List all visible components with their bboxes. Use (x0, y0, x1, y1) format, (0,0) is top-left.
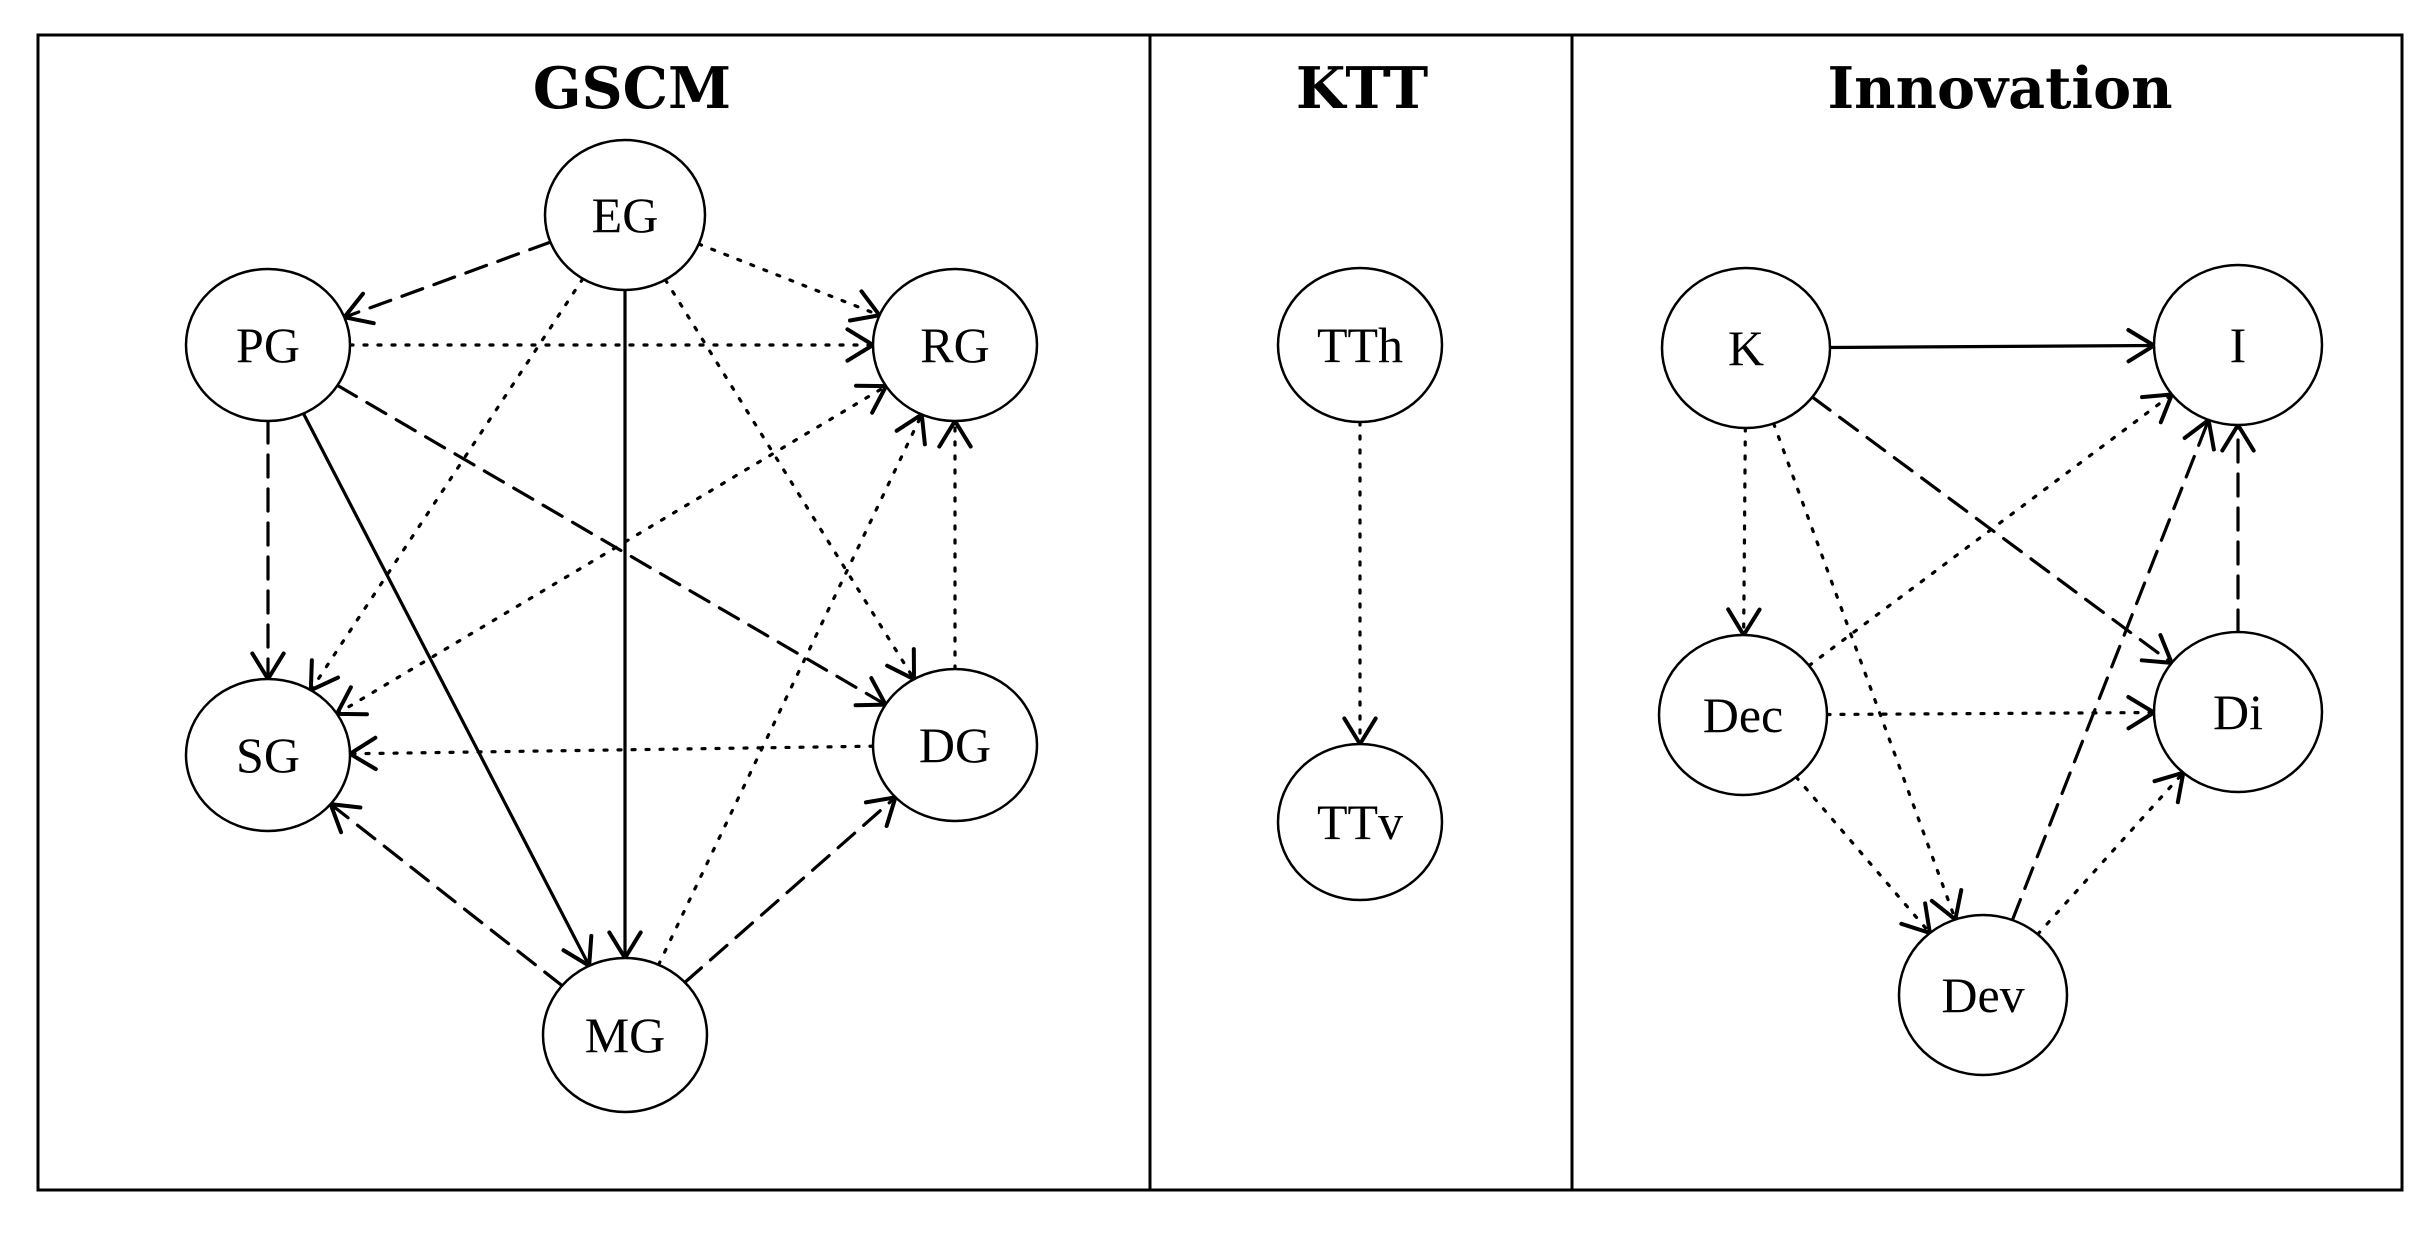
edge-line-dotted (1794, 775, 1932, 935)
edge-line-dashed (2010, 418, 2211, 922)
edge-line-dashed (683, 795, 898, 984)
node-eg: EG (543, 138, 707, 292)
edge-line-dotted (697, 242, 882, 317)
node-circle (184, 267, 352, 423)
node-label: Dec (1703, 687, 1784, 743)
node-circle (871, 667, 1039, 823)
edge-k-to-i (1828, 327, 2156, 364)
node-circle (1276, 742, 1444, 902)
node-label: EG (592, 187, 659, 243)
node-sg: SG (184, 677, 352, 833)
arrowhead (894, 412, 927, 447)
edge-pg-to-mg (301, 411, 594, 968)
node-label: TTv (1317, 794, 1403, 850)
node-label: PG (236, 317, 300, 373)
edge-line-dotted (1772, 421, 1957, 922)
node-circle (2152, 263, 2324, 427)
edge-pg-to-dg (335, 383, 888, 708)
node-label: I (2230, 317, 2247, 373)
edge-line-dotted (2036, 771, 2185, 936)
outer-border (36, 33, 2404, 1192)
edge-line-dashed (335, 383, 888, 707)
edge-eg-to-sg (308, 277, 585, 693)
edge-mg-to-dg (683, 795, 898, 984)
node-rg: RG (871, 267, 1039, 423)
edge-layer (250, 240, 2256, 988)
edge-line-dashed (328, 802, 564, 988)
panel-title-ktt: KTT (1296, 55, 1428, 122)
node-dg: DG (871, 667, 1039, 823)
arrowhead (2126, 694, 2156, 731)
node-label: Di (2213, 684, 2263, 740)
node-dec: Dec (1657, 633, 1829, 797)
node-circle (543, 138, 707, 292)
edge-dev-to-di (2036, 770, 2186, 936)
arrowhead (334, 685, 369, 717)
edge-pg-to-sg (250, 419, 286, 681)
node-label: MG (585, 1007, 666, 1063)
edge-eg-to-pg (342, 240, 553, 326)
node-circle (1660, 266, 1832, 430)
node-label: Dev (1941, 967, 2024, 1023)
edge-dec-to-i (1807, 392, 2174, 668)
edge-line-dotted (1807, 392, 2174, 668)
arrowhead (347, 735, 378, 772)
node-label: DG (919, 717, 991, 773)
edge-line-dotted (335, 384, 888, 716)
edge-sg-to-rg (334, 383, 889, 717)
edge-di-to-i (2220, 423, 2256, 634)
node-label: K (1728, 320, 1764, 376)
edge-line-solid (1828, 343, 2156, 350)
node-tth: TTh (1276, 266, 1444, 424)
panel-title-gscm: GSCM (533, 55, 731, 122)
node-circle (871, 267, 1039, 423)
node-circle (541, 956, 709, 1114)
node-circle (1276, 266, 1444, 424)
node-pg: PG (184, 267, 352, 423)
edge-dg-to-rg (937, 419, 973, 671)
node-circle (184, 677, 352, 833)
diagram-frame (36, 33, 2404, 1192)
edge-line-dotted (663, 278, 916, 681)
node-i: I (2152, 263, 2324, 427)
edge-dec-to-dev (1794, 775, 1932, 936)
edge-eg-to-mg (607, 288, 643, 960)
edge-tth-to-ttv (1342, 420, 1378, 746)
edge-line-dotted (309, 277, 585, 692)
edge-line-dashed (342, 240, 553, 319)
node-circle (1657, 633, 1829, 797)
arrowhead (1929, 888, 1964, 922)
edge-k-to-dec (1726, 426, 1762, 638)
edge-line-dotted (1825, 710, 2156, 717)
node-dev: Dev (1897, 913, 2069, 1077)
panel-title-innovation: Innovation (1827, 55, 2172, 122)
node-k: K (1660, 266, 1832, 430)
node-circle (2152, 630, 2324, 794)
edge-line-solid (301, 411, 591, 968)
node-ttv: TTv (1276, 742, 1444, 902)
edge-line-dotted (656, 412, 924, 967)
node-label: TTh (1317, 317, 1403, 373)
node-label: RG (920, 317, 989, 373)
edge-line-dotted (348, 744, 875, 756)
edge-eg-to-rg (697, 242, 882, 323)
node-circle (1897, 913, 2069, 1077)
edge-pg-to-rg (348, 327, 875, 363)
node-mg: MG (541, 956, 709, 1114)
arrowhead (308, 658, 341, 693)
node-di: Di (2152, 630, 2324, 794)
node-label: SG (236, 727, 300, 783)
edge-dg-to-sg (347, 735, 875, 772)
edge-mg-to-sg (328, 802, 564, 988)
edge-line-dotted (1742, 426, 1747, 637)
